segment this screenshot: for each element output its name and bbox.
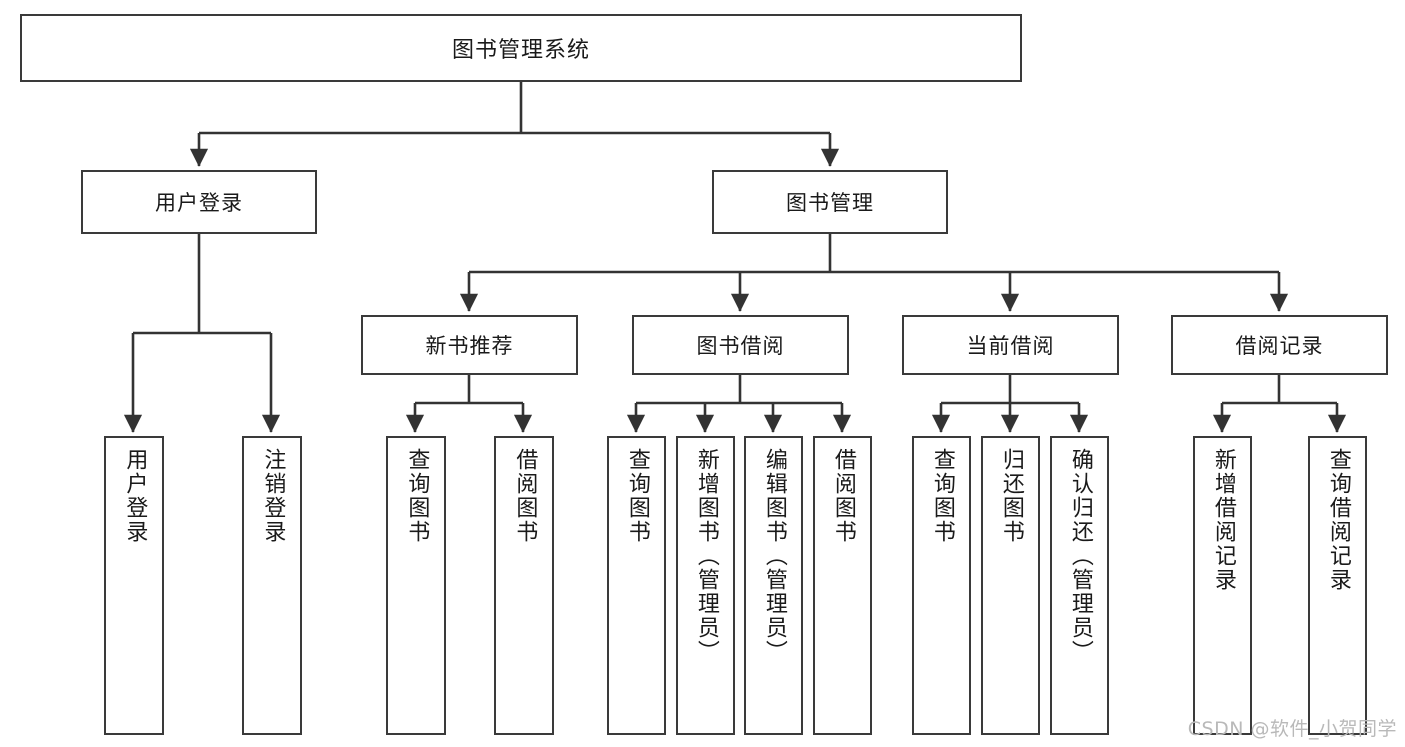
leaf-current-borrow-return-book[interactable]: 归还图书 [981, 436, 1040, 735]
node-borrow-record-label: 借阅记录 [1235, 334, 1324, 358]
leaf-label: 借阅图书 [830, 448, 856, 544]
leaf-new-book-borrow-book[interactable]: 借阅图书 [494, 436, 554, 735]
leaf-current-borrow-confirm-return[interactable]: 确认归还（管理员） [1050, 436, 1109, 735]
leaf-book-borrow-query-book[interactable]: 查询图书 [607, 436, 666, 735]
leaf-current-borrow-query-book[interactable]: 查询图书 [912, 436, 971, 735]
node-user-login[interactable]: 用户登录 [81, 170, 317, 234]
leaf-borrow-record-add-record[interactable]: 新增借阅记录 [1193, 436, 1252, 735]
watermark-text: CSDN @软件_小贺同学 [1187, 718, 1397, 740]
node-new-book-recommend-label: 新书推荐 [425, 334, 514, 358]
leaf-borrow-record-query-record[interactable]: 查询借阅记录 [1308, 436, 1367, 735]
leaf-book-borrow-edit-book[interactable]: 编辑图书（管理员） [744, 436, 803, 735]
leaf-new-book-query-book[interactable]: 查询图书 [386, 436, 446, 735]
leaf-label: 用户登录 [122, 448, 148, 544]
leaf-book-borrow-borrow-book[interactable]: 借阅图书 [813, 436, 872, 735]
leaf-label: 归还图书 [998, 448, 1024, 544]
leaf-label: 查询图书 [404, 448, 430, 544]
node-current-borrow-label: 当前借阅 [966, 334, 1055, 358]
leaf-label: 查询图书 [624, 448, 650, 544]
leaf-label: 查询借阅记录 [1325, 448, 1351, 592]
node-new-book-recommend[interactable]: 新书推荐 [361, 315, 578, 375]
leaf-label: 查询图书 [929, 448, 955, 544]
leaf-label: 确认归还（管理员） [1067, 448, 1093, 664]
node-book-borrow[interactable]: 图书借阅 [632, 315, 849, 375]
leaf-user-login-logout[interactable]: 注销登录 [242, 436, 302, 735]
node-book-borrow-label: 图书借阅 [696, 334, 785, 358]
node-book-management[interactable]: 图书管理 [712, 170, 948, 234]
node-borrow-record[interactable]: 借阅记录 [1171, 315, 1388, 375]
node-user-login-label: 用户登录 [155, 191, 243, 215]
leaf-label: 注销登录 [260, 448, 286, 544]
leaf-user-login-login[interactable]: 用户登录 [104, 436, 164, 735]
leaf-label: 借阅图书 [512, 448, 538, 544]
node-book-management-label: 图书管理 [786, 191, 874, 215]
node-root-book-management-system[interactable]: 图书管理系统 [20, 14, 1022, 82]
node-root-label: 图书管理系统 [451, 38, 590, 63]
leaf-label: 新增图书（管理员） [693, 448, 719, 664]
leaf-book-borrow-add-book[interactable]: 新增图书（管理员） [676, 436, 735, 735]
leaf-label: 新增借阅记录 [1210, 448, 1236, 592]
node-current-borrow[interactable]: 当前借阅 [902, 315, 1119, 375]
leaf-label: 编辑图书（管理员） [761, 448, 787, 664]
